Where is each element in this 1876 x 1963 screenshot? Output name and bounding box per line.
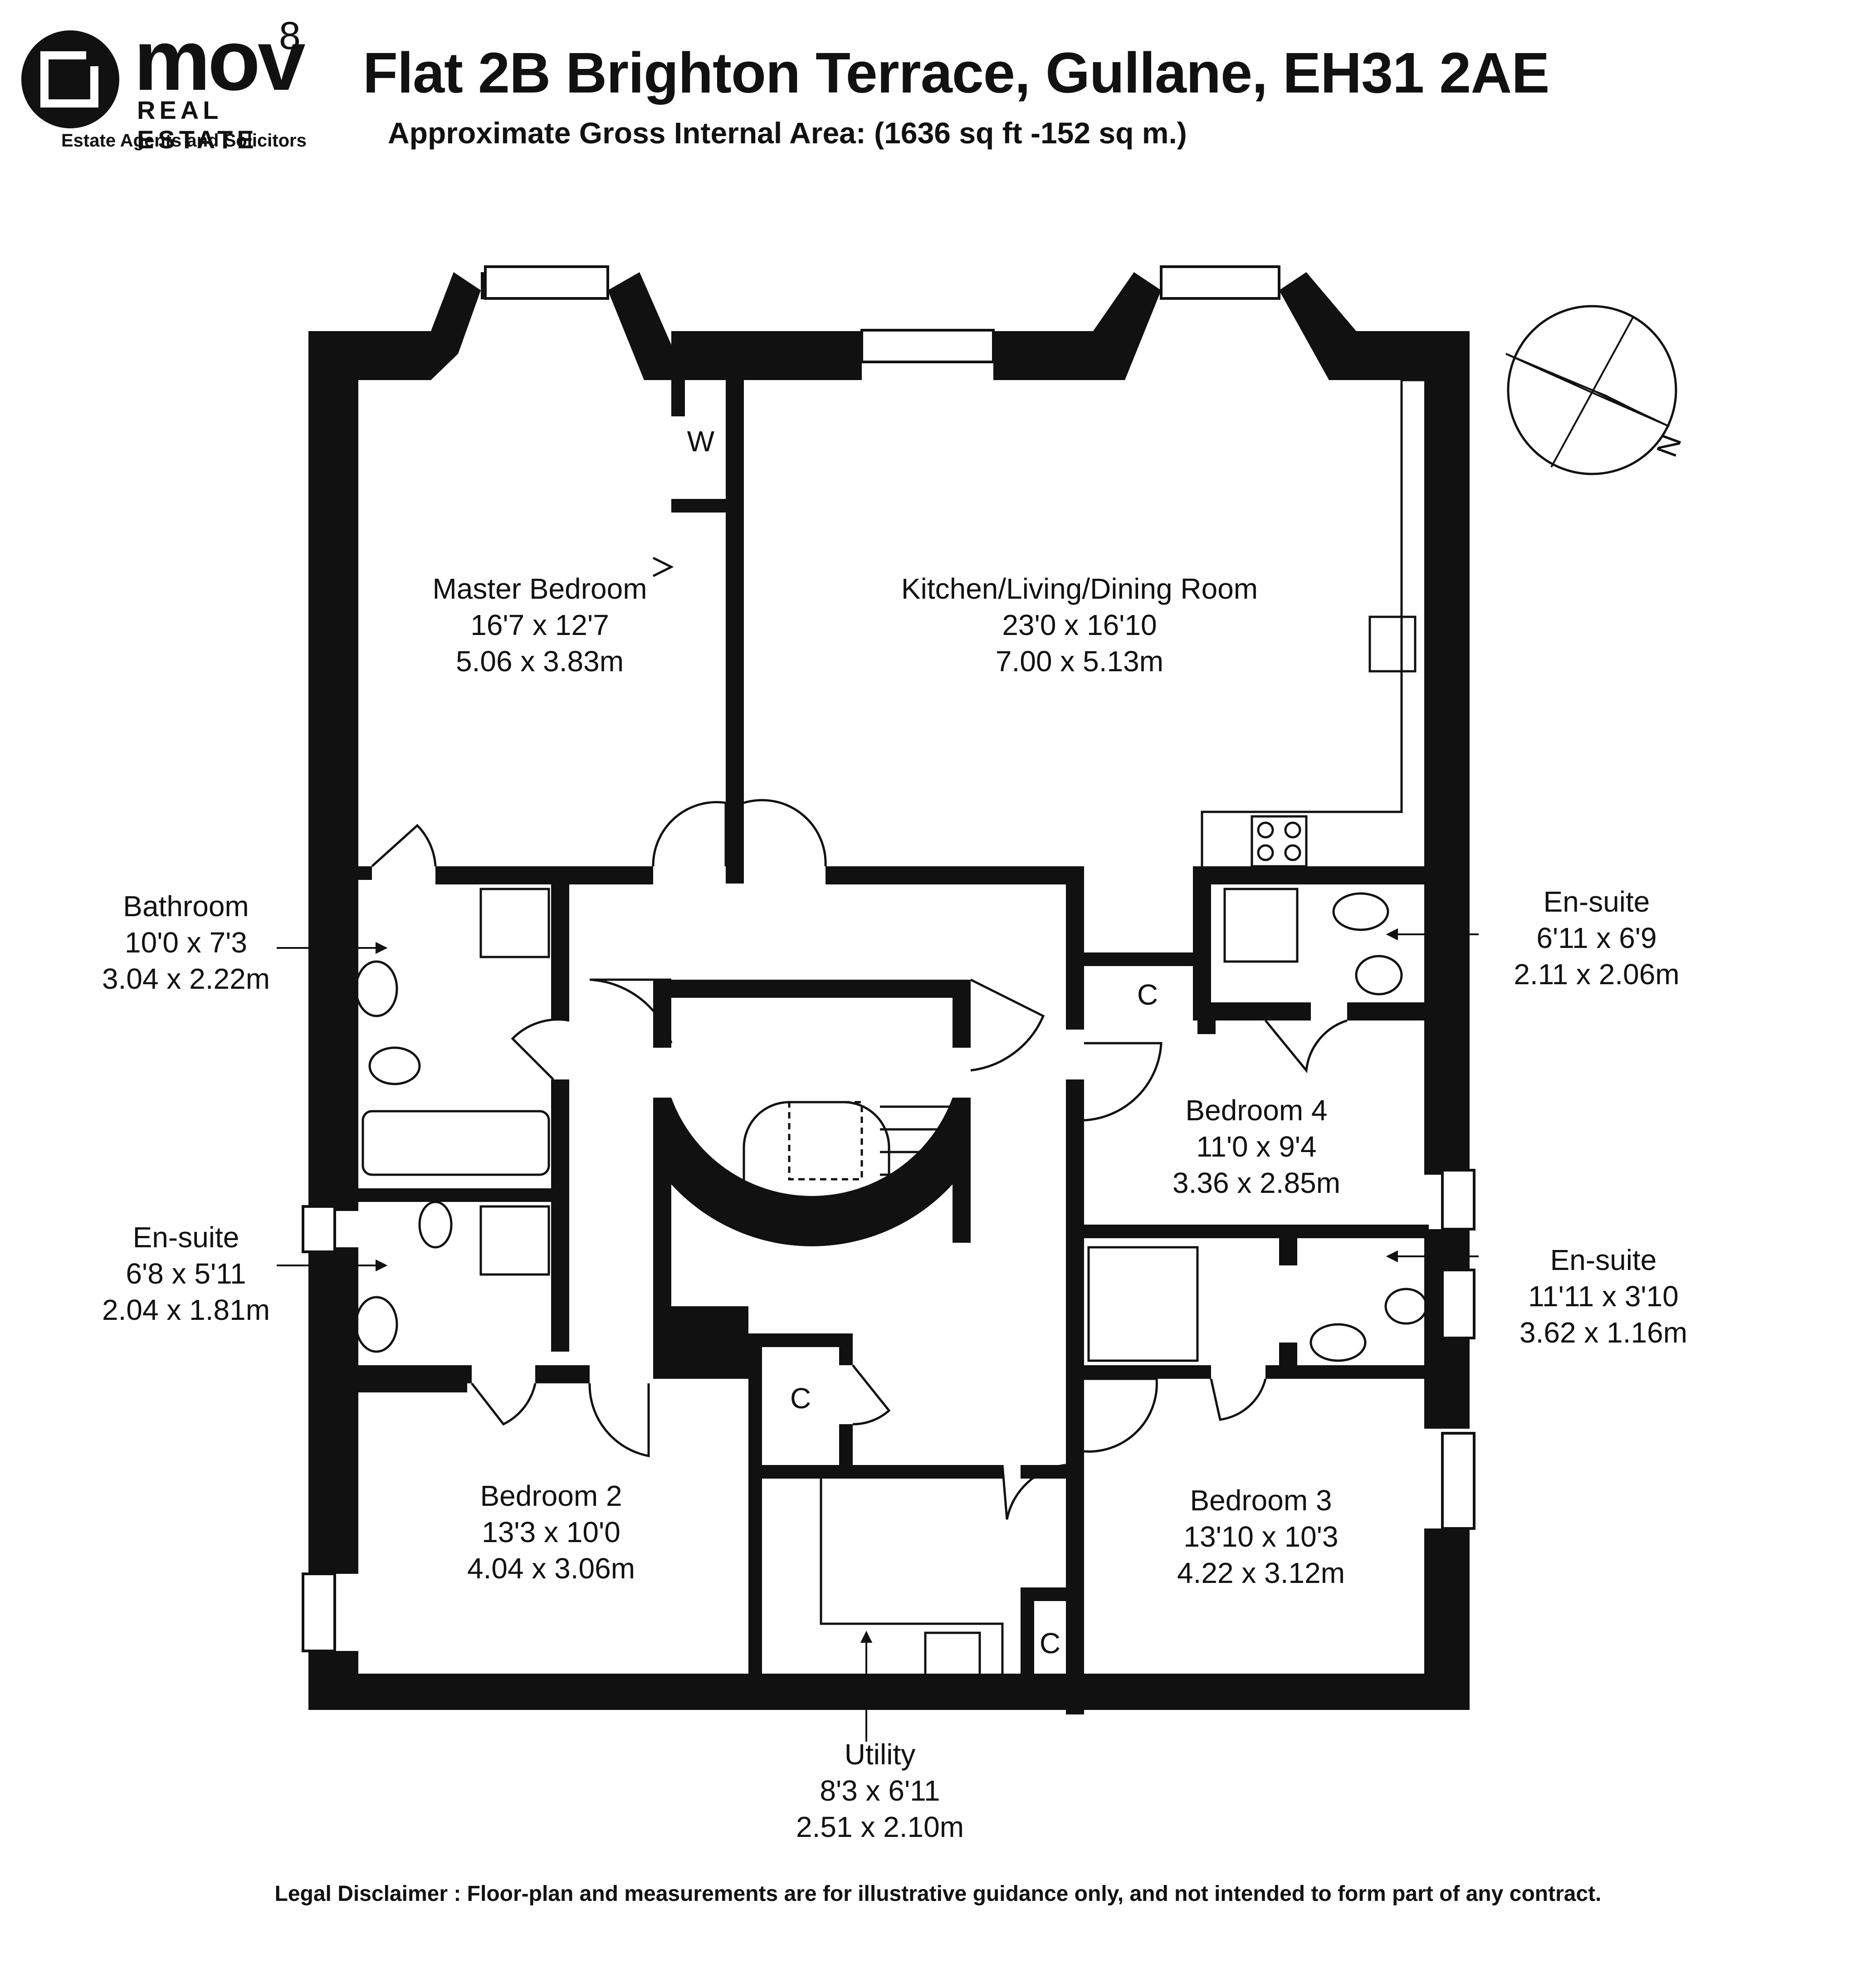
- windows: [302, 265, 1475, 1652]
- ensuite-3-name: En-suite: [1550, 1244, 1657, 1276]
- compass-ring: [1507, 305, 1677, 475]
- interior-walls: [345, 380, 1429, 1714]
- bedroom-3-metric: 4.22 x 3.12m: [1177, 1557, 1345, 1589]
- shower-tray-icon: [788, 1101, 863, 1181]
- ensuite-1-metric: 2.11 x 2.06m: [1514, 958, 1679, 991]
- toilet-icon: [1384, 1288, 1428, 1325]
- cupboard-label: C: [1040, 1627, 1060, 1660]
- bath-tub-icon: [362, 1110, 550, 1176]
- room-labels: Master Bedroom 16'7 x 12'7 5.06 x 3.83m …: [102, 425, 1687, 1843]
- ensuite-1-name: En-suite: [1544, 885, 1650, 918]
- utility-imperial: 8'3 x 6'11: [820, 1774, 940, 1807]
- shower-tray-icon: [479, 888, 550, 958]
- kitchen-name: Kitchen/Living/Dining Room: [901, 572, 1258, 605]
- logo-wordmark: mov: [134, 12, 306, 108]
- utility-counter: [820, 1479, 1004, 1678]
- toilet-icon: [368, 1046, 421, 1085]
- cupboard-label: C: [702, 1341, 723, 1374]
- fixtures: [355, 379, 1428, 1680]
- hob-icon: [1251, 815, 1308, 868]
- bedroom-4-metric: 3.36 x 2.85m: [1172, 1167, 1340, 1199]
- stair-landing: [743, 1101, 890, 1226]
- ensuite-2-metric: 2.04 x 1.81m: [102, 1294, 270, 1326]
- legal-disclaimer: Legal Disclaimer : Floor-plan and measur…: [274, 1882, 1602, 1906]
- bedroom-3-name: Bedroom 3: [1190, 1484, 1332, 1517]
- shower-tray-icon: [1087, 1246, 1199, 1362]
- logo-tagline: Estate Agents and Solicitors: [61, 131, 307, 151]
- door-swings: [371, 557, 1348, 1520]
- master-bedroom-name: Master Bedroom: [432, 572, 647, 605]
- toilet-icon: [418, 1201, 453, 1249]
- bedroom-2-metric: 4.04 x 3.06m: [467, 1552, 635, 1585]
- bathroom-name: Bathroom: [123, 890, 249, 923]
- bedroom-2-imperial: 13'3 x 10'0: [482, 1516, 620, 1548]
- agency-logo: mov 8 REAL ESTATE Estate Agents and Soli…: [18, 14, 345, 163]
- shower-tray-icon: [479, 1205, 550, 1276]
- basin-icon: [355, 1296, 398, 1353]
- master-bedroom-metric: 5.06 x 3.83m: [456, 645, 624, 678]
- bedroom-4-imperial: 11'0 x 9'4: [1196, 1130, 1316, 1163]
- logo-superscript: 8: [279, 14, 301, 58]
- compass-north-label: N: [1650, 430, 1688, 461]
- ensuite-2-imperial: 6'8 x 5'11: [126, 1257, 246, 1290]
- utility-name: Utility: [845, 1738, 915, 1771]
- kitchen-counter: [1201, 379, 1424, 866]
- bathroom-imperial: 10'0 x 7'3: [125, 926, 247, 959]
- bedroom-4-name: Bedroom 4: [1185, 1094, 1327, 1127]
- kitchen-imperial: 23'0 x 16'10: [1002, 609, 1157, 641]
- wardrobe-label: W: [687, 425, 715, 458]
- ensuite-3-imperial: 11'11 x 3'10: [1528, 1280, 1679, 1313]
- master-bedroom-imperial: 16'7 x 12'7: [470, 609, 609, 641]
- leader-arrows: [277, 928, 1479, 1742]
- page-title: Flat 2B Brighton Terrace, Gullane, EH31 …: [363, 41, 1549, 105]
- logo-mark-icon: [21, 30, 119, 128]
- exterior-walls: [308, 272, 1470, 1710]
- kitchen-metric: 7.00 x 5.13m: [996, 645, 1163, 678]
- ensuite-3-metric: 3.62 x 1.16m: [1519, 1316, 1687, 1349]
- bedroom-2-name: Bedroom 2: [480, 1480, 622, 1512]
- bedroom-3-imperial: 13'10 x 10'3: [1183, 1520, 1338, 1553]
- cupboard-label: C: [790, 1382, 811, 1415]
- basin-icon: [1309, 1323, 1367, 1362]
- ensuite-1-imperial: 6'11 x 6'9: [1536, 922, 1656, 954]
- compass: N: [1505, 305, 1688, 475]
- shower-tray-icon: [1223, 888, 1299, 963]
- sink-icon: [924, 1631, 981, 1680]
- page-subtitle: Approximate Gross Internal Area: (1636 s…: [388, 116, 1187, 150]
- basin-icon: [1332, 892, 1389, 931]
- toilet-icon: [1355, 955, 1403, 996]
- sink-icon: [1368, 615, 1417, 673]
- basin-icon: [355, 960, 398, 1017]
- ensuite-2-name: En-suite: [133, 1221, 239, 1254]
- logo-subtitle: REAL ESTATE: [137, 96, 258, 154]
- utility-metric: 2.51 x 2.10m: [796, 1811, 964, 1843]
- bathroom-metric: 3.04 x 2.22m: [102, 962, 270, 995]
- cupboard-label: C: [1137, 978, 1158, 1011]
